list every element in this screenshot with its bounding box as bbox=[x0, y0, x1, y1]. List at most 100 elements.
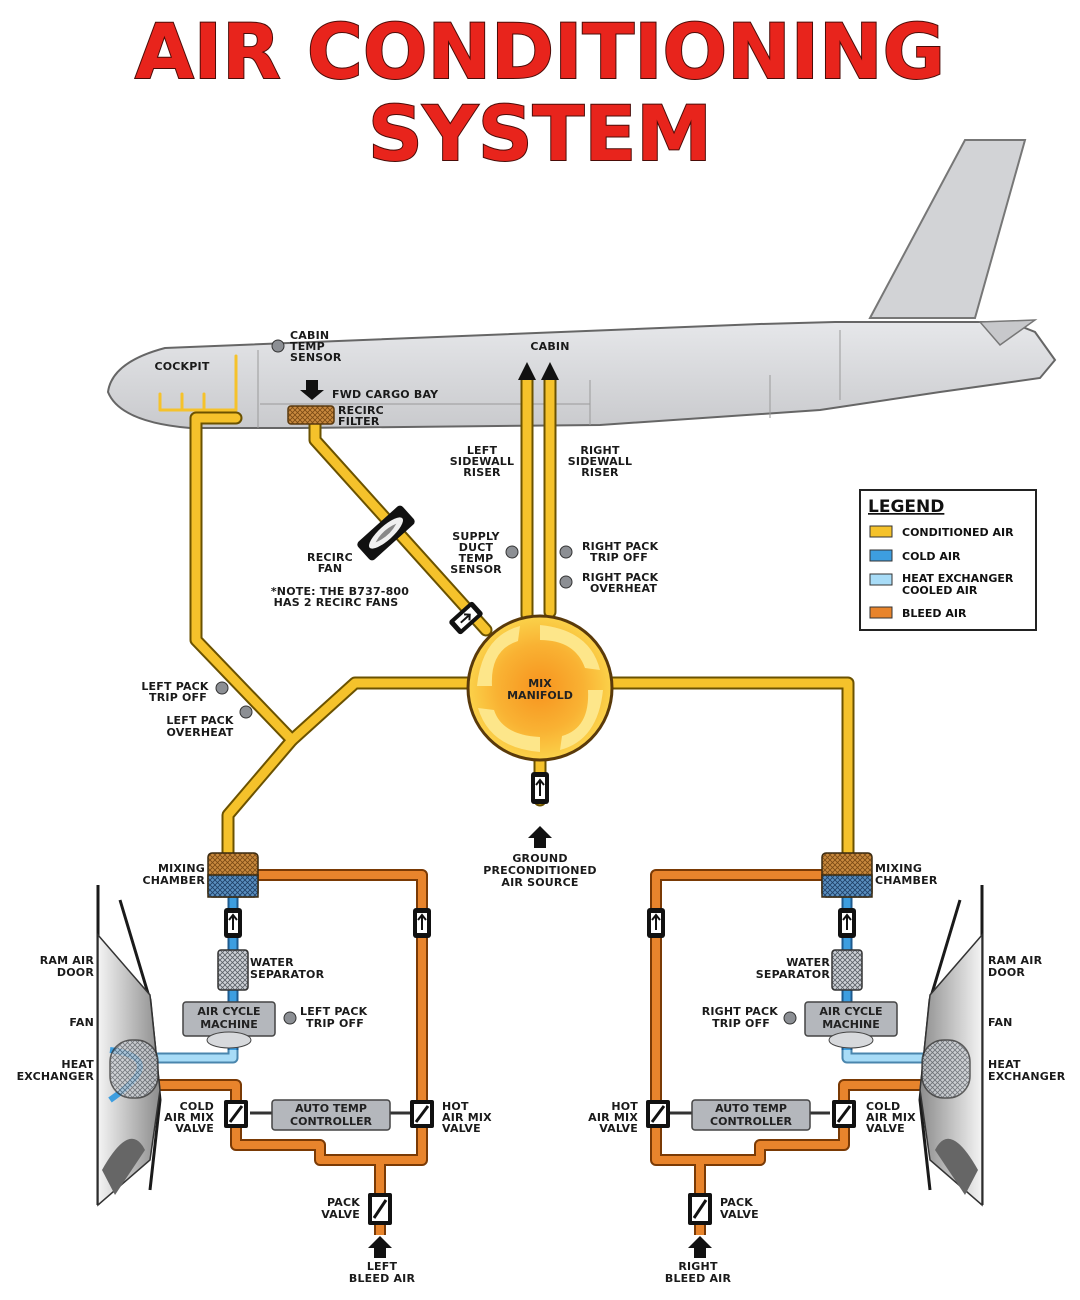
cockpit-label: COCKPIT bbox=[154, 360, 209, 373]
right-mixing-chamber bbox=[821, 852, 873, 898]
right-ram-air-door-label-2: DOOR bbox=[988, 966, 1025, 979]
mix-manifold-label-2: MANIFOLD bbox=[507, 689, 573, 702]
cabin-arrow-left-icon bbox=[518, 362, 536, 380]
cabin-temp-sensor-label-2: TEMP bbox=[290, 340, 325, 353]
right-bleed-air-label-1: RIGHT bbox=[678, 1260, 718, 1273]
right-pack-trip-off-top-label-1: RIGHT PACK bbox=[582, 540, 659, 553]
fwd-cargo-arrow-icon bbox=[300, 380, 324, 400]
left-ram-air-door-label-2: DOOR bbox=[57, 966, 94, 979]
right-bleed-air-label-2: BLEED AIR bbox=[665, 1272, 732, 1285]
right-pack-trip-off-label-1: RIGHT PACK bbox=[702, 1005, 779, 1018]
aircraft-fuselage bbox=[106, 139, 1057, 429]
recirc-filter-label-1: RECIRC bbox=[338, 404, 384, 417]
ground-air-label-1: GROUND bbox=[512, 852, 567, 865]
right-atc-label-1: AUTO TEMP bbox=[715, 1102, 787, 1115]
right-hot-mix-valve-label-2: AIR MIX bbox=[588, 1111, 638, 1124]
recirc-filter-label-2: FILTER bbox=[338, 415, 380, 428]
right-sidewall-riser-label-1: RIGHT bbox=[580, 444, 620, 457]
mix-manifold bbox=[466, 614, 614, 762]
right-sidewall-riser-label-3: RISER bbox=[581, 466, 619, 479]
left-ram-air-inlet bbox=[96, 885, 162, 1207]
left-heat-exchanger-label-2: EXCHANGER bbox=[17, 1070, 95, 1083]
left-auto-temp-controller bbox=[271, 1099, 391, 1131]
left-fan-label: FAN bbox=[69, 1016, 94, 1029]
left-pack-trip-off-top-label-1: LEFT PACK bbox=[141, 680, 209, 693]
cabin-temp-sensor-label-1: CABIN bbox=[290, 329, 329, 342]
left-cold-mix-valve-label-3: VALVE bbox=[175, 1122, 214, 1135]
left-pack-overheat-label-2: OVERHEAT bbox=[166, 726, 233, 739]
mix-manifold-label-1: MIX bbox=[528, 677, 552, 690]
left-sidewall-riser-label-1: LEFT bbox=[467, 444, 498, 457]
right-acm-label-2: MACHINE bbox=[822, 1018, 880, 1031]
left-sidewall-riser-label-2: SIDEWALL bbox=[450, 455, 514, 468]
left-water-separator bbox=[217, 949, 249, 991]
right-air-cycle-machine bbox=[804, 1001, 898, 1049]
right-pack-check-valve-icon bbox=[838, 908, 856, 938]
left-pack-trip-off-label-1: LEFT PACK bbox=[300, 1005, 368, 1018]
recirc-check-valve-icon bbox=[449, 601, 483, 635]
ground-check-valve-icon bbox=[531, 772, 549, 804]
right-bleed-check-valve-icon bbox=[647, 908, 665, 938]
left-hot-mix-valve-label-1: HOT bbox=[442, 1100, 469, 1113]
left-cold-air-mix-valve bbox=[224, 1100, 248, 1128]
right-water-separator-label-2: SEPARATOR bbox=[756, 968, 831, 981]
right-pack-overheat-label-1: RIGHT PACK bbox=[582, 571, 659, 584]
left-cold-mix-valve-label-1: COLD bbox=[180, 1100, 214, 1113]
right-hot-mix-valve-label-1: HOT bbox=[611, 1100, 638, 1113]
left-acm-label-2: MACHINE bbox=[200, 1018, 258, 1031]
ground-air-label-3: AIR SOURCE bbox=[501, 876, 578, 889]
legend-swatch-cold-air bbox=[869, 549, 893, 562]
right-pack-valve-label-1: PACK bbox=[720, 1196, 753, 1209]
right-mixing-chamber-label-1: MIXING bbox=[875, 862, 922, 875]
right-mixing-chamber-label-2: CHAMBER bbox=[875, 874, 938, 887]
left-acm-label-1: AIR CYCLE bbox=[197, 1005, 260, 1018]
note-label-1: *NOTE: THE B737-800 bbox=[271, 585, 409, 598]
legend-item-heat-exchanger-2: COOLED AIR bbox=[902, 584, 978, 597]
left-hot-air-mix-valve bbox=[410, 1100, 434, 1128]
cabin-arrow-right-icon bbox=[541, 362, 559, 380]
cabin-temp-sensor-label-3: SENSOR bbox=[290, 351, 342, 364]
ground-air-arrow-icon bbox=[528, 826, 552, 848]
right-fan-label: FAN bbox=[988, 1016, 1013, 1029]
right-hot-mix-valve-label-3: VALVE bbox=[599, 1122, 638, 1135]
right-pack-trip-off-label-2: TRIP OFF bbox=[712, 1017, 770, 1030]
legend-item-bleed-air: BLEED AIR bbox=[902, 607, 967, 620]
sensor-icons bbox=[215, 339, 797, 1025]
left-cold-mix-valve-label-2: AIR MIX bbox=[164, 1111, 214, 1124]
legend-swatch-bleed-air bbox=[869, 606, 893, 619]
supply-duct-sensor-label-3: TEMP bbox=[459, 552, 494, 565]
right-bleed-arrow-icon bbox=[688, 1236, 712, 1258]
left-heat-exchanger-label-1: HEAT bbox=[61, 1058, 94, 1071]
supply-duct-sensor-label-2: DUCT bbox=[459, 541, 494, 554]
left-pack-trip-off-top-label-2: TRIP OFF bbox=[149, 691, 207, 704]
left-pack-valve bbox=[368, 1193, 392, 1225]
right-water-separator bbox=[831, 949, 863, 991]
left-bleed-air-label-2: BLEED AIR bbox=[349, 1272, 416, 1285]
right-pack-valve-label-2: VALVE bbox=[720, 1208, 759, 1221]
right-cold-mix-valve-label-1: COLD bbox=[866, 1100, 900, 1113]
left-pack-check-valve-icon bbox=[224, 908, 242, 938]
legend-swatch-conditioned-air bbox=[869, 525, 893, 538]
note-label-2: HAS 2 RECIRC FANS bbox=[274, 596, 399, 609]
right-heat-exchanger-label-1: HEAT bbox=[988, 1058, 1021, 1071]
right-ram-air-door-label-1: RAM AIR bbox=[988, 954, 1043, 967]
right-hot-air-mix-valve bbox=[646, 1100, 670, 1128]
legend-swatch-heat-exchanger-air bbox=[869, 573, 893, 586]
recirc-fan-label-2: FAN bbox=[318, 562, 343, 575]
left-sidewall-riser-label-3: RISER bbox=[463, 466, 501, 479]
left-mixing-chamber-label-2: CHAMBER bbox=[142, 874, 205, 887]
left-pack-overheat-label-1: LEFT PACK bbox=[166, 714, 234, 727]
right-atc-label-2: CONTROLLER bbox=[710, 1115, 792, 1128]
legend-title: LEGEND bbox=[868, 497, 944, 517]
supply-duct-sensor-label-4: SENSOR bbox=[450, 563, 502, 576]
left-bleed-check-valve-icon bbox=[413, 908, 431, 938]
title-line-2: SYSTEM bbox=[368, 89, 712, 178]
recirc-fan-label-1: RECIRC bbox=[307, 551, 353, 564]
left-atc-label-1: AUTO TEMP bbox=[295, 1102, 367, 1115]
left-hot-mix-valve-label-2: AIR MIX bbox=[442, 1111, 492, 1124]
right-cold-mix-valve-label-2: AIR MIX bbox=[866, 1111, 916, 1124]
left-water-separator-label-1: WATER bbox=[250, 956, 294, 969]
left-hot-mix-valve-label-3: VALVE bbox=[442, 1122, 481, 1135]
right-acm-label-1: AIR CYCLE bbox=[819, 1005, 882, 1018]
